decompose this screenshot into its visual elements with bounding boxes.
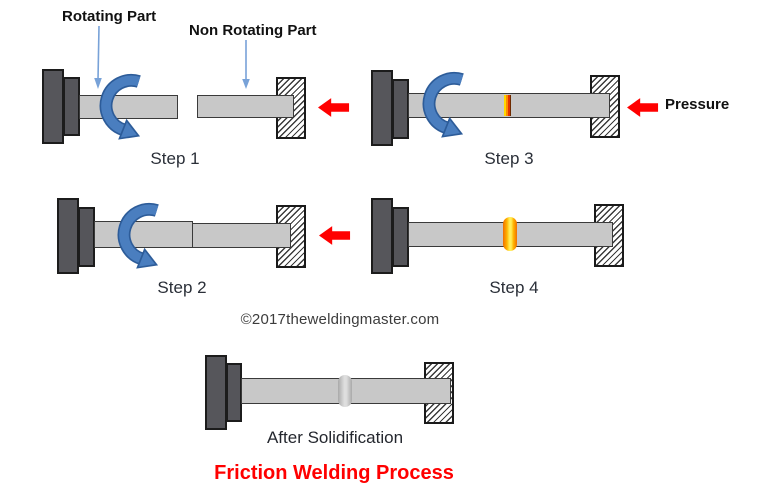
pressure-label: Pressure [665, 96, 730, 113]
chuck-jaw [392, 79, 409, 139]
pressure-arrow-icon [318, 98, 350, 117]
chuck-backplate [205, 355, 227, 430]
chuck-backplate [42, 69, 64, 144]
non-rotating-bar [192, 223, 291, 248]
pressure-arrow-icon [319, 226, 351, 245]
solidified-weld-bead [338, 375, 352, 407]
stationary-fixture [276, 205, 306, 268]
non-rotating-bar [197, 95, 294, 118]
pointer-arrow-icon [242, 40, 250, 89]
diagram-title: Friction Welding Process [214, 462, 454, 484]
copyright-text: ©2017theweldingmaster.com [240, 311, 440, 328]
chuck-backplate [371, 198, 393, 274]
non-rotating-part-label: Non Rotating Part [189, 22, 317, 39]
chuck-jaw [392, 207, 409, 267]
chuck-jaw [226, 363, 242, 422]
weld-flash [503, 217, 517, 251]
pointer-arrow-icon [94, 26, 102, 89]
chuck-jaw [78, 207, 95, 267]
chuck-backplate [57, 198, 79, 274]
step2-caption: Step 2 [157, 278, 207, 297]
pressure-arrow-icon [627, 98, 659, 117]
rotating-bar [94, 221, 193, 248]
chuck-backplate [371, 70, 393, 146]
after-solidification-caption: After Solidification [266, 428, 404, 447]
step1-caption: Step 1 [150, 149, 200, 168]
step4-caption: Step 4 [489, 278, 539, 297]
rotating-bar [79, 95, 178, 119]
chuck-jaw [63, 77, 80, 136]
step3-caption: Step 3 [484, 149, 534, 168]
rotation-arrow-icon [422, 71, 464, 138]
friction-heat-line [504, 95, 511, 116]
rotating-part-label: Rotating Part [62, 8, 157, 25]
rotation-arrow-icon [99, 73, 141, 140]
rotation-arrow-icon [117, 202, 159, 269]
